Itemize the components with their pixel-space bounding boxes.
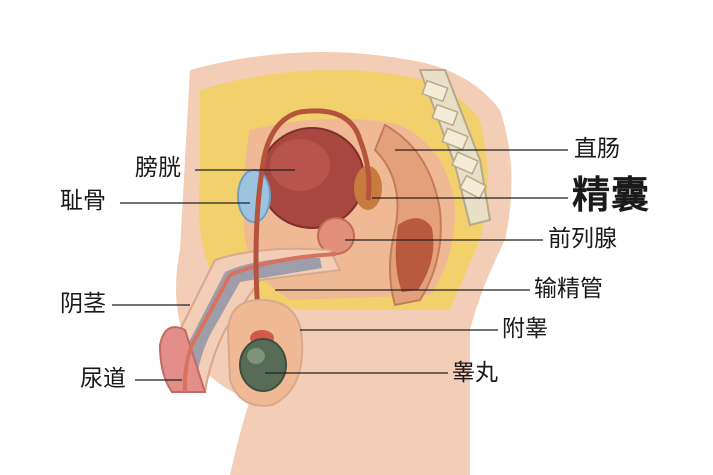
label-vas-deferens: 输精管 <box>534 276 603 302</box>
label-testis: 睾丸 <box>452 360 498 386</box>
vertebrae <box>421 79 488 200</box>
label-prostate: 前列腺 <box>548 226 617 252</box>
leader-lines <box>112 149 568 381</box>
urethra <box>182 252 337 393</box>
label-urethra: 尿道 <box>80 366 126 392</box>
rectum-inner <box>395 218 434 292</box>
testis-highlight <box>247 348 265 364</box>
corpus <box>184 257 322 385</box>
label-rectum: 直肠 <box>574 136 620 162</box>
label-bladder: 膀胱 <box>135 155 181 181</box>
label-penis: 阴茎 <box>60 291 106 317</box>
bladder-highlight <box>270 139 330 191</box>
glans <box>158 326 207 393</box>
vas-deferens <box>253 108 372 359</box>
pubic-bone <box>237 169 271 223</box>
label-pubic-bone: 耻骨 <box>60 188 106 214</box>
testis <box>239 338 287 392</box>
label-seminal-vesicle: 精囊 <box>572 173 651 217</box>
label-epididymis: 附睾 <box>502 316 548 342</box>
